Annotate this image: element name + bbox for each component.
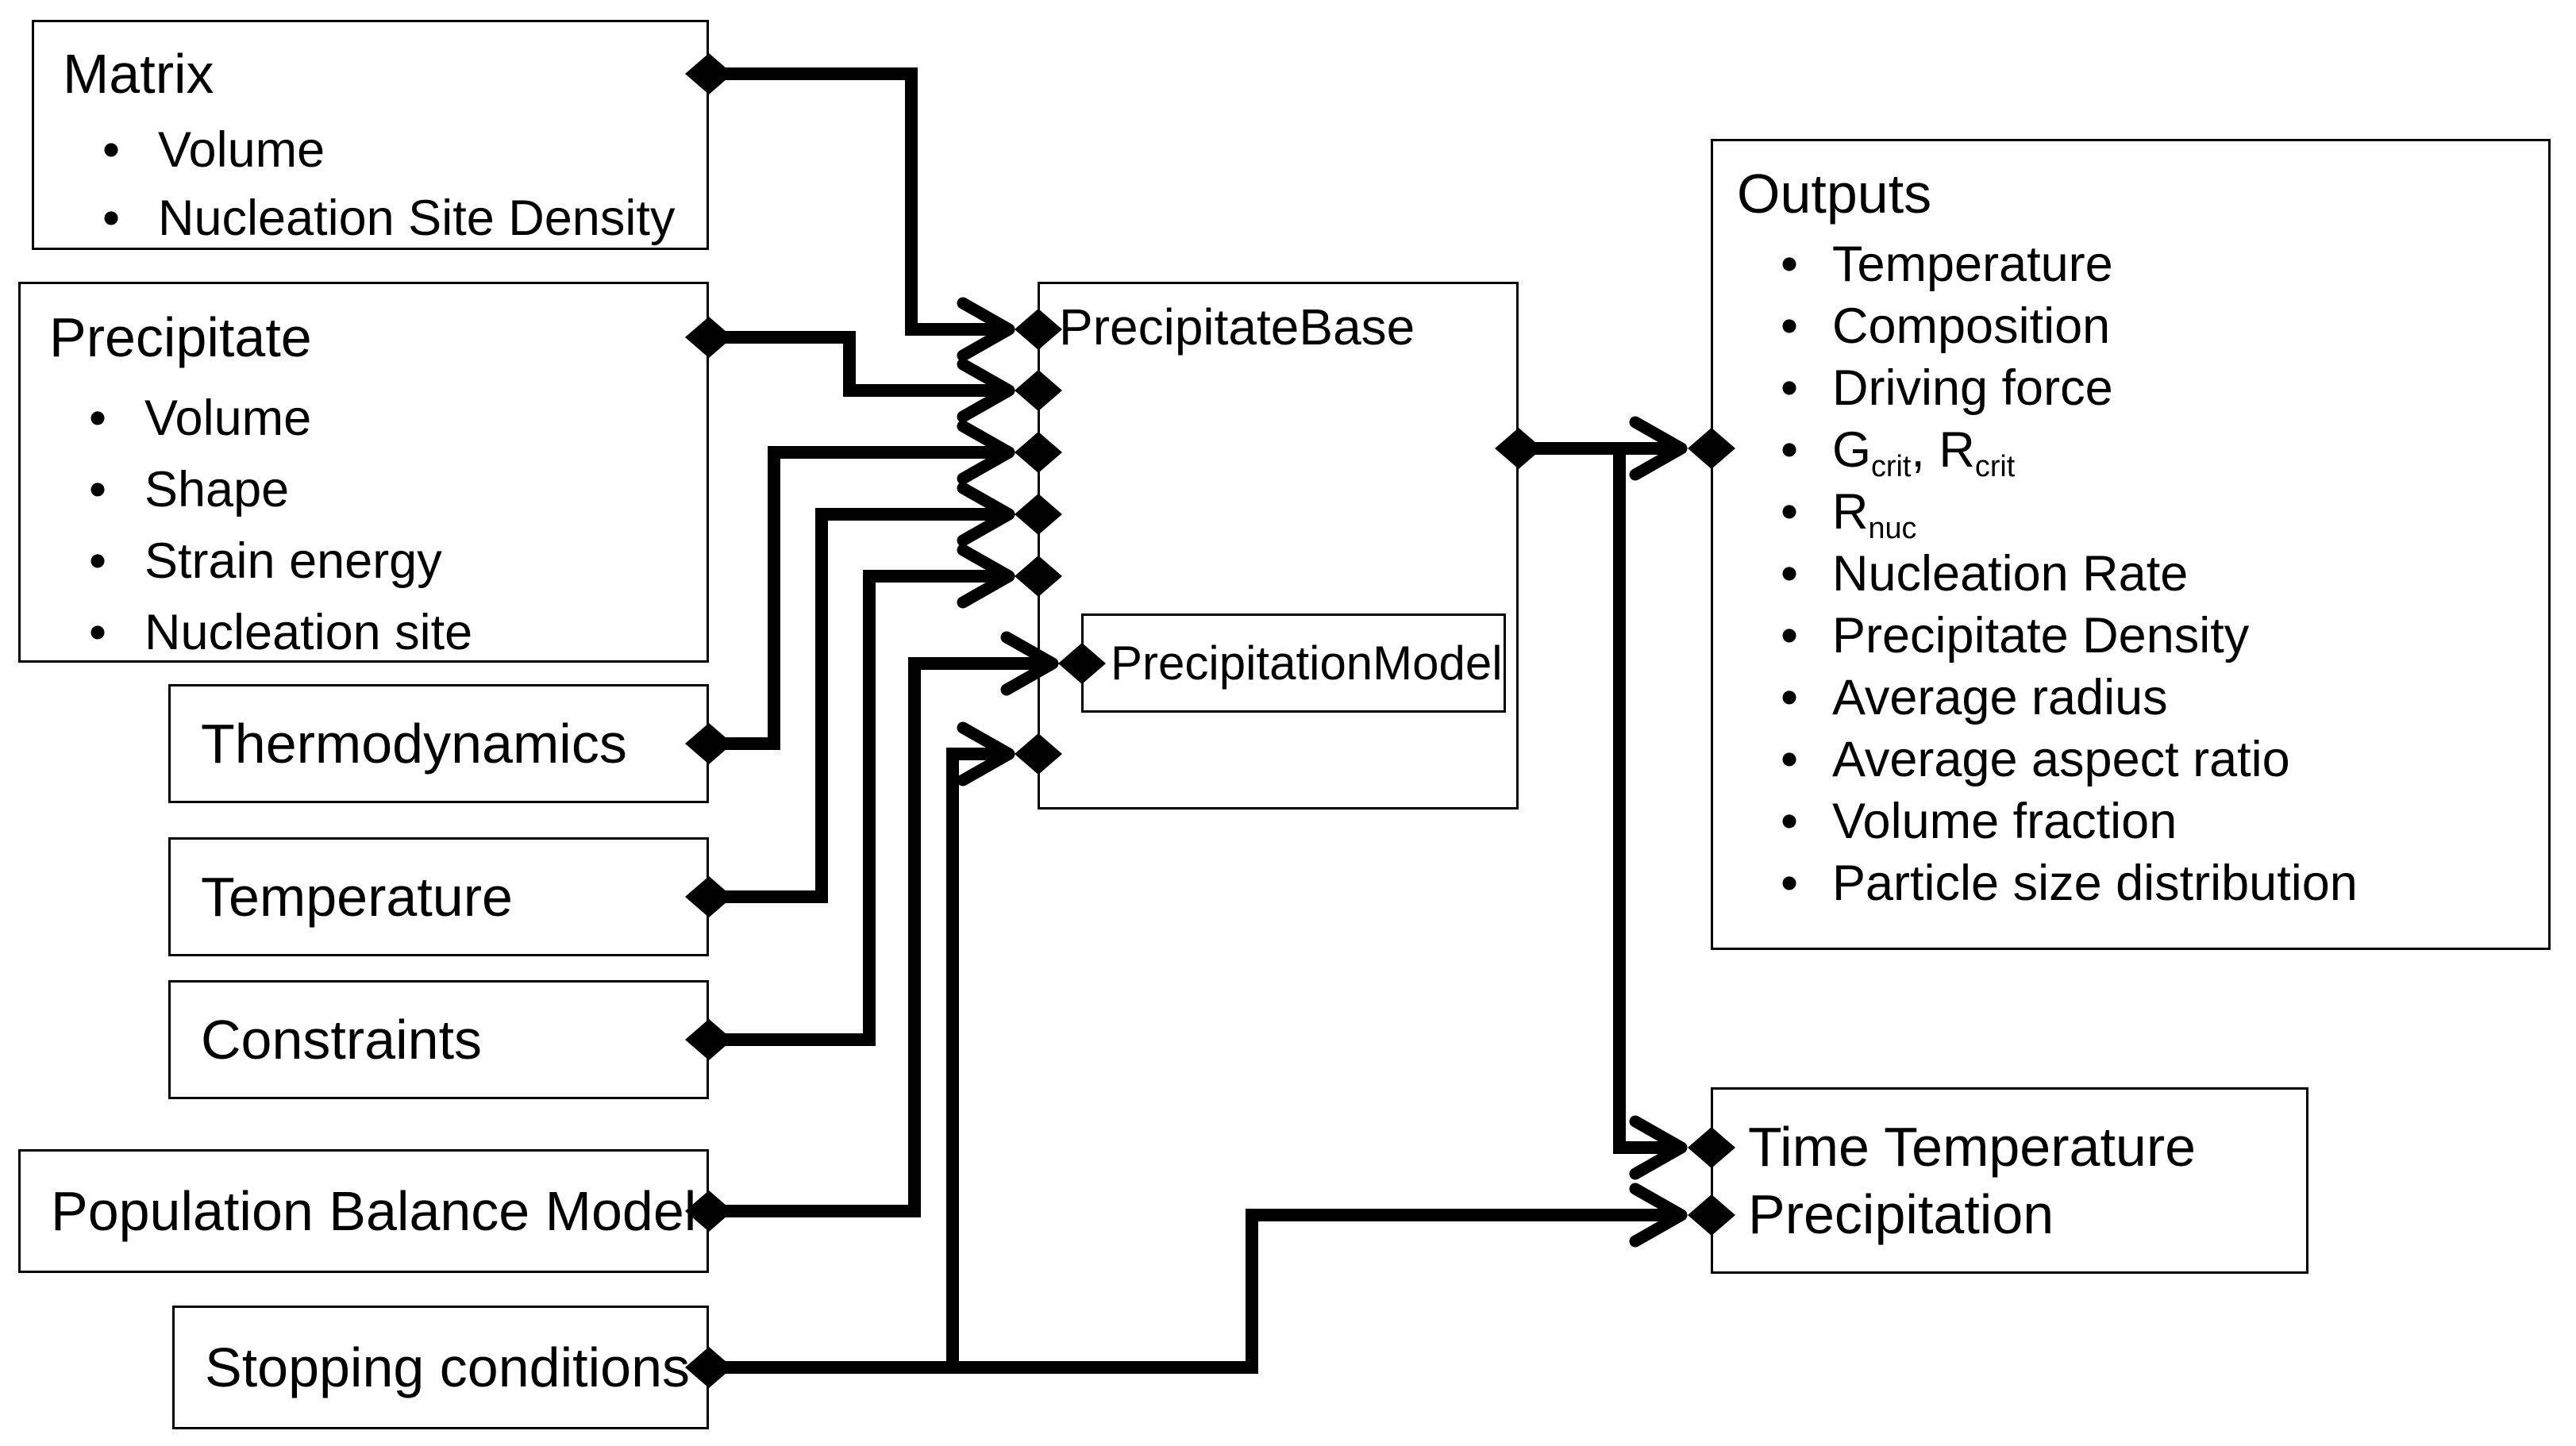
connector-matrix-to-precipitatebase	[709, 67, 1015, 362]
list-item: Precipitate Density	[1737, 605, 2540, 667]
list-item: Shape	[49, 454, 699, 525]
connector-temperature-to-precipitatebase	[709, 482, 1015, 903]
connector-thermodynamics-to-precipitatebase	[709, 420, 1015, 750]
ttp-line-2: Precipitation	[1748, 1183, 2054, 1245]
precipitate-box: Precipitate Volume Shape Strain energy N…	[18, 282, 709, 668]
precipitate-list: Volume Shape Strain energy Nucleation si…	[49, 383, 699, 668]
connector-constraints-to-precipitatebase	[709, 544, 1015, 1046]
list-item: Nucleation Site Density	[63, 184, 699, 252]
list-item: Rnuc	[1737, 481, 2540, 544]
connector-stopping-to-precipitatebase	[709, 721, 1015, 1374]
matrix-list: Volume Nucleation Site Density	[63, 116, 699, 252]
temperature-label: Temperature	[201, 866, 513, 928]
thermodynamics-label: Thermodynamics	[201, 713, 627, 775]
time-temperature-precipitation-box: Time Temperature Precipitation	[1711, 1087, 2308, 1274]
constraints-label: Constraints	[201, 1009, 483, 1071]
outputs-list: Temperature Composition Driving force Gc…	[1737, 233, 2540, 914]
outputs-title: Outputs	[1737, 163, 1932, 225]
stopping-conditions-box: Stopping conditions	[172, 1306, 709, 1429]
thermodynamics-box: Thermodynamics	[168, 684, 709, 803]
matrix-title: Matrix	[63, 43, 214, 105]
list-item: Temperature	[1737, 233, 2540, 295]
list-item: Average aspect ratio	[1737, 729, 2540, 790]
list-item: Volume	[63, 116, 699, 184]
ttp-line-1: Time Temperature	[1748, 1115, 2197, 1178]
precipitate-title: Precipitate	[49, 306, 312, 368]
connector-precipitate-to-precipitatebase	[709, 331, 1015, 423]
list-item: Gcrit, Rcrit	[1737, 419, 2540, 482]
connector-stopping-to-ttp	[709, 1183, 1688, 1374]
outputs-box: Outputs Temperature Composition Driving …	[1711, 139, 2551, 950]
connector-pbm-to-precipitationmodel	[709, 631, 1059, 1217]
list-item: Nucleation Rate	[1737, 543, 2540, 605]
list-item: Driving force	[1737, 357, 2540, 419]
list-item: Strain energy	[49, 525, 699, 597]
list-item: Volume	[49, 383, 699, 454]
list-item: Average radius	[1737, 667, 2540, 729]
list-item: Particle size distribution	[1737, 852, 2540, 914]
population-balance-model-box: Population Balance Model	[18, 1149, 709, 1273]
constraints-box: Constraints	[168, 980, 709, 1099]
precipitation-model-box: PrecipitationModel	[1081, 613, 1506, 713]
matrix-box: Matrix Volume Nucleation Site Density	[32, 20, 709, 252]
connector-precipitatebase-to-ttp	[1613, 448, 1688, 1180]
population-balance-model-label: Population Balance Model	[51, 1180, 697, 1242]
precipitate-base-label: PrecipitateBase	[1059, 298, 1415, 356]
stopping-conditions-label: Stopping conditions	[205, 1336, 690, 1398]
list-item: Nucleation site	[49, 597, 699, 668]
list-item: Composition	[1737, 295, 2540, 357]
precipitation-model-label: PrecipitationModel	[1111, 636, 1503, 690]
temperature-box: Temperature	[168, 837, 709, 956]
precipitate-base-box: PrecipitateBase	[1038, 282, 1519, 810]
list-item: Volume fraction	[1737, 790, 2540, 852]
